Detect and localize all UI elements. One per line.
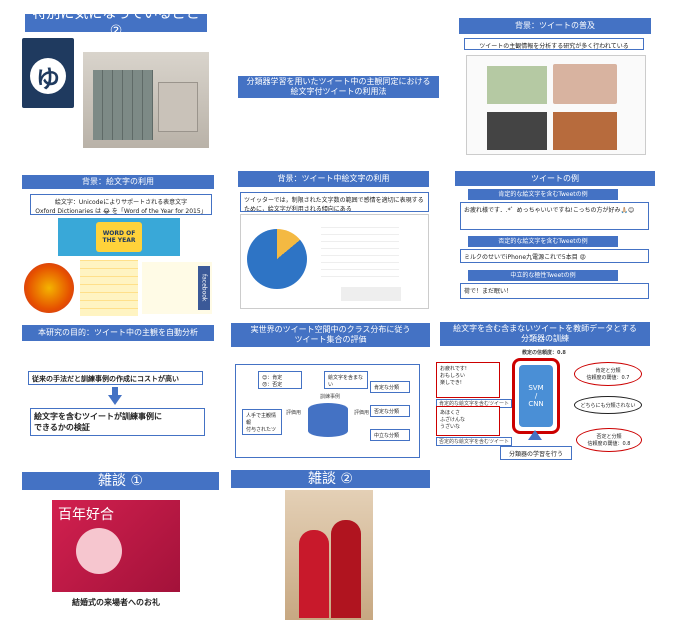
gift-sign: 百年好合 <box>58 507 114 523</box>
tweet-spread-subtitle: ツイートの主観情報を分析する研究が多く行われている <box>464 38 644 50</box>
train-neg-3: うざいな <box>440 424 461 430</box>
goal-box-verify: 絵文字を含むツイートが訓練事例に できるかの検証 <box>30 408 205 436</box>
train-neither-oval: どちらにも分類されない <box>574 396 642 414</box>
train-positive-oval: 肯定と分類 信頼度の閾値：0.7 <box>574 362 642 386</box>
apple-emoji-logo <box>24 263 74 313</box>
emoji-definition-box: 絵文字：Unicodeによりサポートされる表意文字 Oxford Diction… <box>30 194 212 215</box>
emoji-definition-line1: 絵文字：Unicodeによりサポートされる表意文字 <box>54 199 188 206</box>
realworld-title: 実世界のツイート空間中のクラス分布に従う ツイート集合の評価 <box>231 323 430 347</box>
emoji-use-figure <box>240 214 429 309</box>
yu-character: ゆ <box>30 58 66 94</box>
rw-classifier-db <box>308 403 348 437</box>
goal-arrow-icon <box>108 395 122 405</box>
train-confidence-head: 教定の信頼度：0.8 <box>522 350 566 356</box>
examples-title: ツイートの例 <box>455 171 655 186</box>
emoji-use-desc: ツイッターでは，制限された文字数の範囲で感情を適切に表現するために，絵文字が利用… <box>240 192 429 212</box>
wedding-couple-photo <box>285 490 373 620</box>
train-arrow-icon <box>528 430 542 440</box>
train-title: 絵文字を含む含まないツイートを教師データとする 分類器の訓練 <box>440 322 650 346</box>
train-neg-caption: 否定的な絵文字を含むツイート <box>436 437 513 446</box>
train-learn-box: 分類器の学習を行う <box>500 446 572 460</box>
rw-noemoji-tweets: 絵文字を含まない ツイート <box>324 371 368 389</box>
emoji-use-title: 背景：ツイート中絵文字の利用 <box>238 171 429 187</box>
train-negative-group: あほくさ ふざけんな うざいな <box>436 406 500 436</box>
rw-neutral-class: 中立な分類 <box>370 429 410 441</box>
rw-manual-set: 人手で主観情報 付与されたツイート 集合 <box>242 409 282 435</box>
chat2-title: 雑談 ② <box>231 470 430 488</box>
negative-example-text: ミルクのせいでiPhone九電源これで5本目 😡 <box>460 249 649 263</box>
emoji-bg-title: 背景：絵文字の利用 <box>22 175 214 189</box>
train-svm-cnn: SVM / CNN <box>519 365 553 427</box>
train-pos-2: おもしろい <box>440 373 466 379</box>
rw-positive-class: 肯定な分類 <box>370 381 410 393</box>
rw-negative-class: 否定な分類 <box>370 405 410 417</box>
goal-arrow-stem <box>112 387 118 395</box>
chat1-caption: 結婚式の来場者へのお礼 <box>72 598 160 607</box>
rw-eval-label2: 評価用 <box>354 410 370 416</box>
realworld-diagram: 😊：肯定 😠：否定 ツイート 絵文字を含まない ツイート 人手で主観情報 付与さ… <box>235 364 420 458</box>
train-neg-1: あほくさ <box>440 410 461 416</box>
train-pos-1: お疲れです! <box>440 366 467 372</box>
noren-logo: ゆ <box>22 38 74 108</box>
rw-eval-label1: 評価用 <box>286 410 302 416</box>
goal-box-cost: 従来の手法だと訓練事例の作成にコストが高い <box>28 371 203 385</box>
rw-emoji-tweets: 😊：肯定 😠：否定 ツイート <box>258 371 302 389</box>
neutral-example-text: 荷で！まだ眠い！ <box>460 283 649 299</box>
rw-train-label: 訓練事例 <box>320 394 341 400</box>
train-negative-oval: 否定と分類 信頼度の閾値：0.8 <box>576 428 642 452</box>
pie-chart <box>247 229 307 289</box>
slide-title-special-interest: 特別に気になっていること ② <box>25 6 207 39</box>
neutral-example-label: 中立的な極性Tweetの例 <box>468 270 618 281</box>
train-positive-group: お疲れです! おもしろい 楽しでき! <box>436 362 500 398</box>
negative-example-label: 否定的な絵文字を含むTweetの例 <box>468 236 618 247</box>
gift-couple-illustration <box>76 528 122 574</box>
train-neg-2: ふざけんな <box>440 417 466 423</box>
facebook-label: facebook <box>198 266 210 310</box>
wedding-gift-photo: 百年好合 <box>52 500 180 592</box>
word-of-the-year-banner: WORD OF THE YEAR <box>58 218 180 256</box>
tweet-spread-title: 背景：ツイートの普及 <box>459 18 651 34</box>
positive-example-text: お疲れ様です．.*゜めっちゃいいですね!こっちの方が好み🙏🏼😊 <box>460 202 649 230</box>
woty-label: WORD OF THE YEAR <box>96 222 142 252</box>
train-pos-3: 楽しでき! <box>440 380 462 386</box>
emoji-phone-image <box>80 260 138 316</box>
emoji-definition-line2: Oxford Dictionaries は 😂 を「Word of the Ye… <box>35 208 207 215</box>
center-slide-title: 分類器学習を用いたツイート中の主観同定における 絵文字付ツイートの利用法 <box>238 76 439 98</box>
train-svm-frame: SVM / CNN <box>512 358 560 434</box>
chat1-title: 雑談 ① <box>22 472 219 490</box>
positive-example-label: 肯定的な絵文字を含むTweetの例 <box>468 189 618 200</box>
tweet-screenshot <box>466 55 646 155</box>
facebook-emoji-image: facebook <box>142 262 212 314</box>
goal-title: 本研究の目的：ツイート中の主観を自動分析 <box>22 325 214 341</box>
locker-room-photo <box>83 52 209 148</box>
